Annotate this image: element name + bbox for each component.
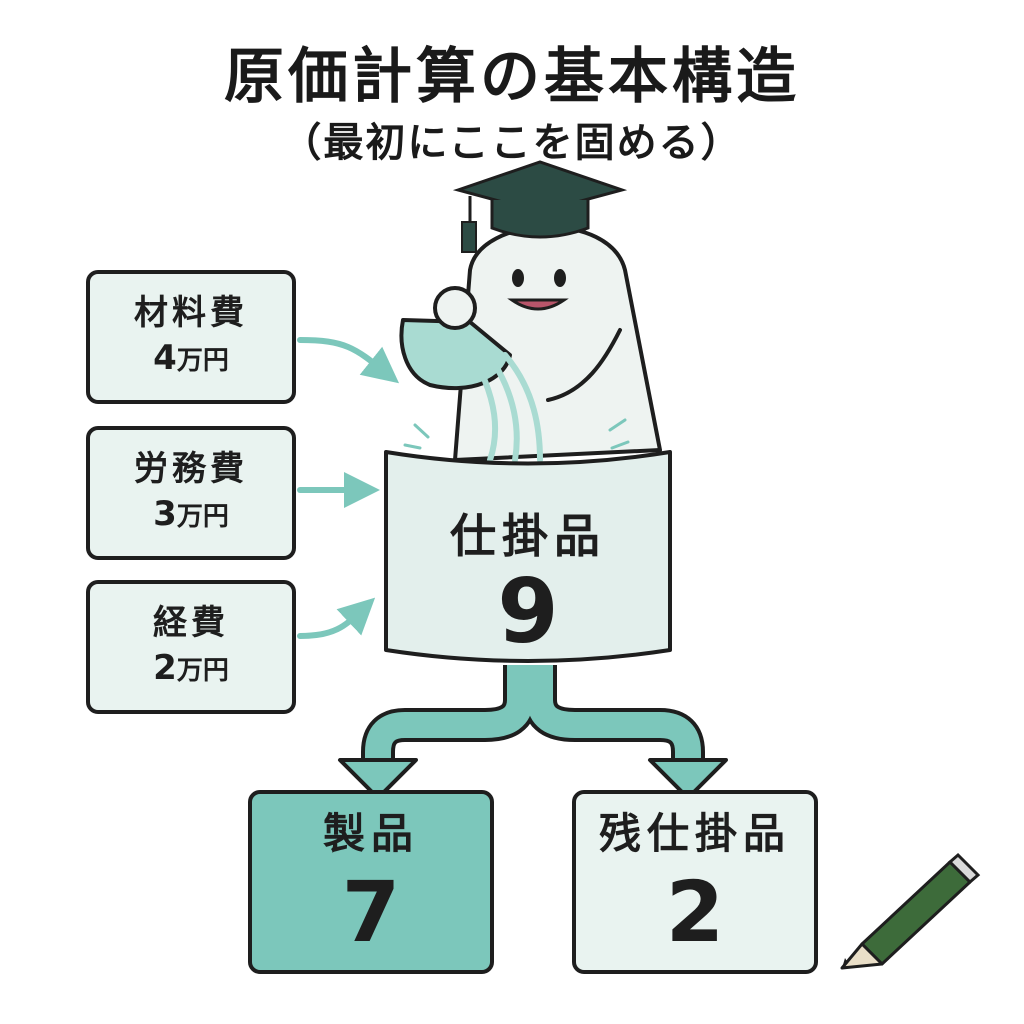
mascot-character: [399, 160, 662, 463]
labor-cost-label: 労務費: [134, 448, 248, 489]
wip-container: [384, 450, 672, 663]
graduation-cap-icon: [452, 160, 628, 253]
expense-cost-amount: 2万円: [153, 647, 229, 688]
remaining-wip-value: 2: [665, 863, 725, 961]
labor-cost-amount: 3万円: [153, 493, 229, 534]
pouring-stream: [475, 352, 543, 463]
page-subtitle: （最初にここを固める）: [281, 120, 743, 166]
expense-arrow: [297, 597, 376, 639]
mascot-mouth: [507, 298, 569, 311]
splash-marks: [403, 418, 630, 450]
split-arrows: [338, 665, 728, 800]
product-label: 製品: [322, 809, 419, 858]
expense-cost-label: 経費: [153, 602, 229, 643]
material-cost-amount: 4万円: [153, 337, 229, 378]
product-arrowhead: [338, 758, 418, 800]
page-title: 原価計算の基本構造: [224, 42, 800, 112]
material-cost-box: 材料費 4万円: [86, 270, 296, 404]
remaining-wip-label: 残仕掛品: [598, 809, 791, 858]
material-arrow: [297, 337, 400, 384]
pencil-icon: [840, 852, 981, 970]
wip-label: 仕掛品: [450, 509, 606, 563]
product-value: 7: [341, 863, 401, 961]
mascot-arm: [546, 328, 622, 402]
labor-cost-box: 労務費 3万円: [86, 426, 296, 560]
mascot-left-eye: [512, 269, 524, 287]
material-cost-label: 材料費: [134, 292, 248, 333]
expense-cost-box: 経費 2万円: [86, 580, 296, 714]
wip-value: 9: [497, 560, 559, 663]
mascot-right-eye: [554, 269, 566, 287]
remaining-arrowhead: [648, 758, 728, 800]
remaining-wip-box: 残仕掛品 2: [572, 790, 818, 974]
product-box: 製品 7: [248, 790, 494, 974]
